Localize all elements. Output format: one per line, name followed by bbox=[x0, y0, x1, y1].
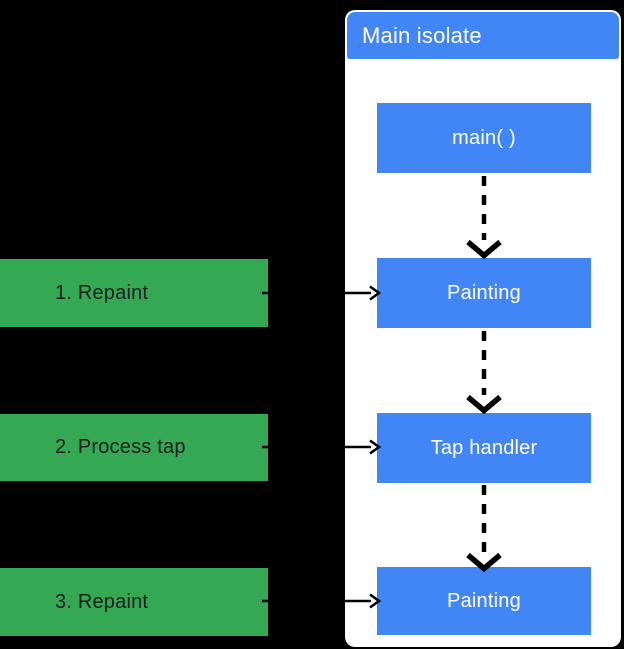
step-1-repaint: 1. Repaint bbox=[0, 259, 268, 327]
node-painting-2: Painting bbox=[377, 567, 591, 635]
step-2-process-tap: 2. Process tap bbox=[0, 414, 268, 481]
arrow-right-icon-1 bbox=[262, 285, 382, 301]
node-painting-2-label: Painting bbox=[447, 589, 521, 612]
node-painting-1-label: Painting bbox=[447, 281, 521, 304]
step-3-label: 3. Repaint bbox=[55, 590, 149, 613]
arrow-right-icon-3 bbox=[262, 593, 382, 609]
node-tap-handler: Tap handler bbox=[377, 413, 591, 483]
step-3-repaint: 3. Repaint bbox=[0, 568, 268, 636]
dashed-arrow-down-icon-1 bbox=[466, 176, 502, 260]
panel-title: Main isolate bbox=[362, 22, 482, 48]
arrow-right-icon-2 bbox=[262, 439, 382, 455]
node-main-label: main( ) bbox=[452, 126, 516, 149]
dashed-arrow-down-icon-2 bbox=[466, 331, 502, 415]
dashed-arrow-down-icon-3 bbox=[466, 485, 502, 573]
panel-header: Main isolate bbox=[347, 12, 619, 59]
node-painting-1: Painting bbox=[377, 258, 591, 328]
node-main: main( ) bbox=[377, 103, 591, 173]
step-2-label: 2. Process tap bbox=[55, 436, 186, 458]
step-1-label: 1. Repaint bbox=[55, 281, 149, 304]
main-isolate-panel: Main isolate main( ) Painting Tap handle… bbox=[345, 10, 621, 647]
node-tap-handler-label: Tap handler bbox=[430, 436, 538, 459]
